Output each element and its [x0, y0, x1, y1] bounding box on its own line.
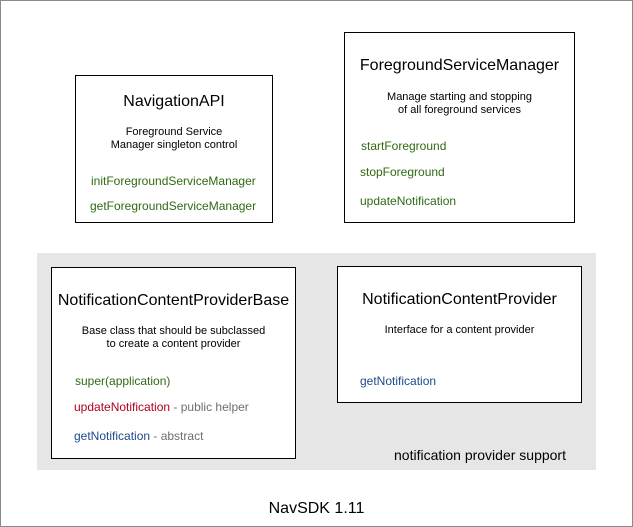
method-init-foreground-service-manager: initForegroundServiceManager [91, 174, 256, 188]
desc-line: Interface for a content provider [384, 324, 535, 336]
box-title: NotificationContentProviderBase [57, 292, 290, 309]
method-update-notification: updateNotification [360, 194, 457, 208]
box-title: NavigationAPI [123, 93, 225, 110]
group-label: notification provider support [394, 447, 566, 463]
box-description: Foreground Service Manager singleton con… [76, 126, 272, 152]
method-get-notification: getNotification - abstract [74, 429, 203, 443]
navigation-api-box: NavigationAPI Foreground Service Manager… [75, 75, 273, 223]
diagram-caption: NavSDK 1.11 [268, 500, 365, 517]
method-start-foreground: startForeground [361, 139, 447, 153]
box-description: Manage starting and stopping of all fore… [345, 91, 574, 117]
method-stop-foreground: stopForeground [360, 165, 445, 179]
desc-line: Manager singleton control [110, 139, 238, 151]
method-note: - abstract [150, 429, 204, 443]
method-get-notification: getNotification [360, 374, 437, 388]
method-update-notification: updateNotification - public helper [74, 400, 249, 414]
method-note: - public helper [170, 400, 249, 414]
desc-line: Manage starting and stopping [387, 91, 532, 103]
method-name: super(application) [75, 374, 171, 388]
method-super-application: super(application) [75, 374, 170, 388]
desc-line: Foreground Service [125, 126, 223, 138]
desc-line: Base class that should be subclassed [81, 325, 266, 337]
box-description: Base class that should be subclassed to … [52, 325, 295, 351]
box-description: Interface for a content provider [338, 324, 581, 337]
desc-line: of all foreground services [398, 104, 521, 116]
notification-content-provider-base-box: NotificationContentProviderBase Base cla… [51, 267, 296, 459]
notification-content-provider-box: NotificationContentProvider Interface fo… [337, 266, 582, 403]
foreground-service-manager-box: ForegroundServiceManager Manage starting… [344, 32, 575, 223]
method-name: updateNotification [74, 400, 171, 414]
method-get-foreground-service-manager: getForegroundServiceManager [90, 199, 257, 213]
box-title: ForegroundServiceManager [359, 57, 560, 74]
desc-line: to create a content provider [106, 338, 241, 350]
method-name: getNotification [74, 429, 151, 443]
box-title: NotificationContentProvider [362, 291, 557, 308]
